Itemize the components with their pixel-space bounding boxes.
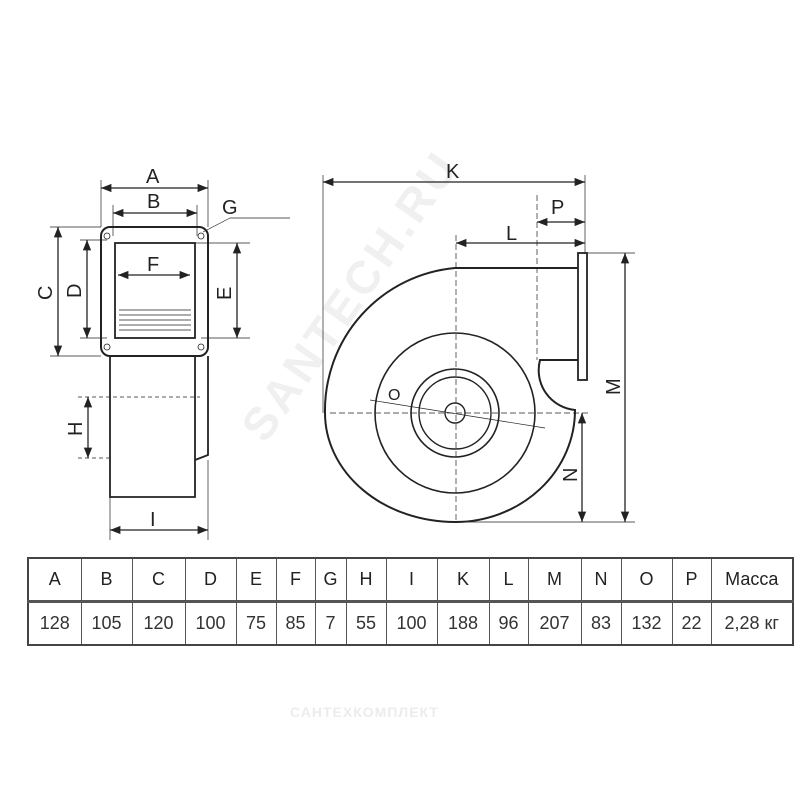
header-cell: P [671, 557, 712, 603]
header-cell: H [345, 557, 387, 603]
value-cell: 7 [314, 601, 347, 646]
label-f: F [147, 254, 159, 276]
value-cell: 128 [27, 601, 82, 646]
value-cell: 2,28 кг [710, 601, 794, 646]
header-cell: Масса [710, 557, 794, 603]
value-cell: 105 [80, 601, 133, 646]
label-g: G [222, 197, 238, 219]
label-p: P [551, 197, 564, 219]
label-i: I [150, 509, 156, 531]
value-cell: 207 [527, 601, 582, 646]
label-d: D [64, 284, 86, 298]
label-n: N [560, 468, 582, 482]
header-cell: E [235, 557, 277, 603]
value-cell: 120 [131, 601, 186, 646]
label-h: H [65, 422, 87, 436]
header-cell: M [527, 557, 582, 603]
value-cell: 85 [275, 601, 316, 646]
header-cell: C [131, 557, 186, 603]
header-cell: N [580, 557, 622, 603]
fan-dimension-drawing: A B G F I C D E H K P L O M N [35, 161, 635, 540]
value-cell: 188 [436, 601, 490, 646]
value-cell: 100 [385, 601, 438, 646]
header-cell: A [27, 557, 82, 603]
header-cell: I [385, 557, 438, 603]
value-cell: 55 [345, 601, 387, 646]
header-cell: O [620, 557, 673, 603]
label-k: K [446, 161, 460, 183]
value-cell: 22 [671, 601, 712, 646]
label-a: A [146, 166, 160, 188]
table-values-row: 128 105 120 100 75 85 7 55 100 188 96 20… [27, 601, 794, 646]
header-cell: L [488, 557, 529, 603]
side-view [322, 175, 635, 524]
label-e: E [214, 287, 236, 300]
header-cell: D [184, 557, 237, 603]
header-cell: K [436, 557, 490, 603]
header-cell: B [80, 557, 133, 603]
label-b: B [147, 191, 160, 213]
value-cell: 100 [184, 601, 237, 646]
watermark-logo: САНТЕХКОМПЛЕКТ [290, 704, 439, 720]
front-view [50, 180, 290, 540]
label-o: O [388, 387, 400, 404]
value-cell: 75 [235, 601, 277, 646]
value-cell: 96 [488, 601, 529, 646]
label-c: C [35, 286, 57, 300]
dimensions-table: A B C D E F G H I K L M N O P Масса 128 … [27, 557, 794, 646]
header-cell: F [275, 557, 316, 603]
label-m: M [603, 378, 625, 395]
value-cell: 83 [580, 601, 622, 646]
label-l: L [506, 223, 517, 245]
table-header-row: A B C D E F G H I K L M N O P Масса [27, 557, 794, 603]
value-cell: 132 [620, 601, 673, 646]
header-cell: G [314, 557, 347, 603]
